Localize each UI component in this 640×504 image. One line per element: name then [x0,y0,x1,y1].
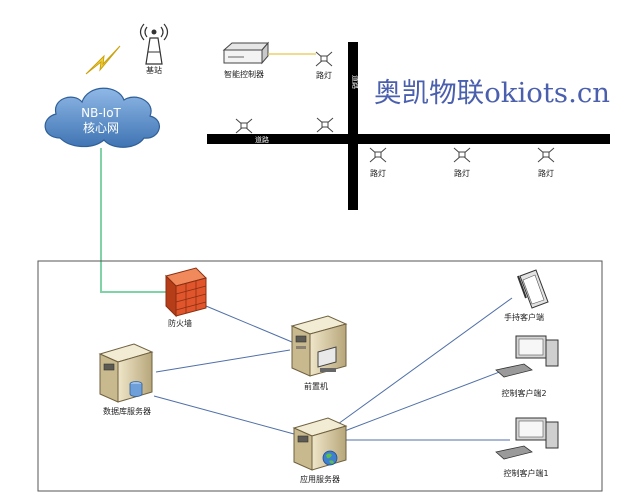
handheld-client-label: 手持客户端 [504,312,544,322]
control-client-1-label: 控制客户端1 [503,468,548,478]
smart-controller-label: 智能控制器 [224,69,264,79]
database-icon [129,381,143,397]
handheld-client-icon [517,269,549,309]
appserver-client2-link [341,367,511,433]
base-station-icon [139,23,169,65]
cloud-icon [44,87,160,148]
front-server-icon [290,315,348,377]
db-frontserver-link [155,349,291,373]
cloud-firewall-link [100,148,168,293]
street-lamp-6: 路灯 [537,147,555,178]
lamp-icon [235,118,253,134]
network-links [153,297,513,441]
control-client-1-icon [495,417,559,460]
db-appserver-link [153,395,295,435]
lamp-icon [369,147,387,163]
watermark-text: 奥凯物联okiots.cn [374,78,610,109]
base-station-label: 基站 [146,65,162,75]
monitor-icon [515,335,547,359]
app-server-label: 应用服务器 [300,474,340,484]
vertical-road [348,42,358,210]
road-label-horizontal: 道路 [255,135,269,144]
lamp-label: 路灯 [454,168,470,178]
lamp-label: 路灯 [316,70,332,80]
keyboard-icon [495,445,533,460]
cloud-label-line2: 核心网 [83,121,119,135]
firewall-label: 防火墙 [168,318,192,328]
server-network-frame [37,260,603,492]
app-server-icon [292,417,348,471]
appserver-handheld-link [337,297,513,425]
globe-icon [322,450,338,466]
horizontal-road [207,134,610,144]
nbiot-core-cloud: NB-IoT 核心网 [44,87,160,148]
lamp-icon [453,147,471,163]
cloud-label-line1: NB-IoT [81,106,121,120]
control-client-2-icon [495,335,559,378]
keyboard-icon [495,363,533,378]
street-lamp-2 [235,118,253,134]
lamp-icon [316,117,334,133]
lamp-icon [315,51,333,67]
control-client-2-label: 控制客户端2 [501,388,546,398]
firewall-icon [165,267,207,318]
database-server-label: 数据库服务器 [103,406,151,416]
lamp-icon [537,147,555,163]
street-lamp-3 [316,117,334,133]
front-server-label: 前置机 [304,381,328,391]
database-server-icon [98,343,154,403]
lamp-label: 路灯 [538,168,554,178]
smart-controller-icon [222,41,270,65]
street-lamp-1: 路灯 [315,51,333,80]
road-label-vertical: 道路 [351,75,360,89]
lightning-icon [85,45,121,75]
street-lamp-5: 路灯 [453,147,471,178]
firewall-frontserver-link [205,305,293,343]
street-lamp-4: 路灯 [369,147,387,178]
monitor-icon [515,417,547,441]
lamp-label: 路灯 [370,168,386,178]
